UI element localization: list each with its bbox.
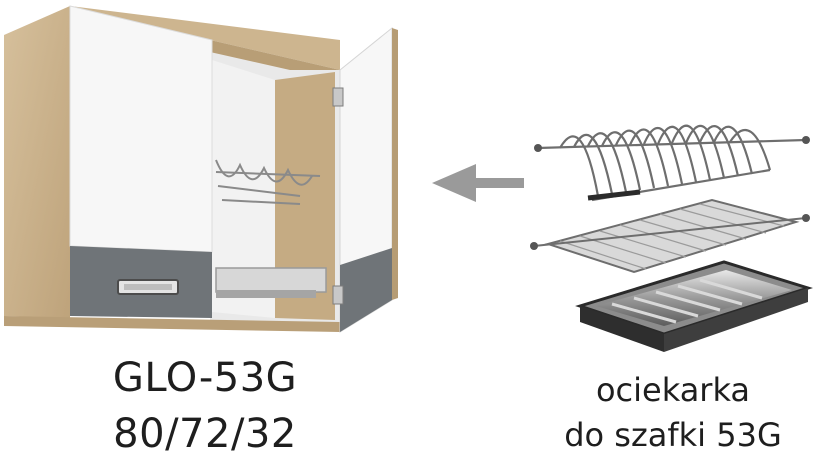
arrow-left-icon xyxy=(432,164,524,202)
model-code: GLO-53G xyxy=(112,355,298,401)
dish-drainer-rack-illustration xyxy=(530,124,814,352)
cabinet-dimensions: 80/72/32 xyxy=(113,411,297,457)
accessory-name: ociekarka xyxy=(595,371,751,409)
accessory-target: do szafki 53G xyxy=(564,416,782,454)
cabinet-illustration xyxy=(4,5,398,333)
